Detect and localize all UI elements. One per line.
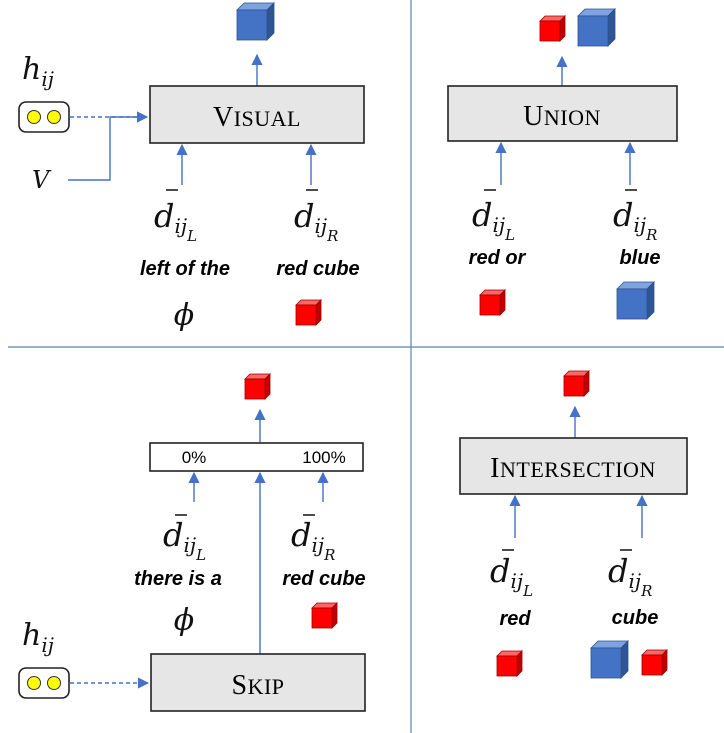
- red-cube-icon: [295, 299, 322, 326]
- blue-cube-icon: [590, 640, 629, 679]
- union-panel: UNION dijL dijR red or blue: [447, 8, 678, 320]
- red-cube-icon: [479, 289, 506, 316]
- svg-text:dijR: dijR: [613, 196, 657, 244]
- right-attention-symbol: dijR: [291, 514, 335, 564]
- svg-text:dijL: dijL: [154, 197, 197, 245]
- union-module-label: UNION: [523, 101, 601, 132]
- gate-right-percent: 100%: [302, 448, 345, 467]
- hidden-state-label: hij: [22, 618, 54, 657]
- red-cube-icon: [539, 15, 566, 42]
- visual-panel: VISUAL hij V dijL dijR left of the red c…: [18, 2, 365, 333]
- empty-set-value: ϕ: [174, 298, 194, 333]
- visual-module-label: VISUAL: [213, 102, 301, 133]
- left-attention-symbol: dijL: [163, 514, 206, 564]
- hidden-state-token-icon: [18, 667, 70, 699]
- svg-text:dijR: dijR: [294, 197, 338, 245]
- union-module-box: [447, 85, 678, 142]
- right-attention-symbol: dijR: [294, 189, 338, 245]
- intersection-panel: INTERSECTION dijL dijR red cube: [459, 370, 688, 679]
- svg-text:dijL: dijL: [163, 516, 206, 564]
- red-cube-icon: [641, 649, 668, 676]
- skip-gate-box: [149, 442, 364, 472]
- blue-cube-icon: [236, 2, 275, 41]
- right-phrase: cube: [612, 607, 659, 629]
- visual-input-label: V: [32, 166, 52, 194]
- hidden-state-label: hij: [22, 52, 54, 91]
- svg-text:dijL: dijL: [472, 196, 515, 244]
- left-phrase: red: [499, 608, 531, 630]
- red-cube-icon: [311, 602, 338, 629]
- svg-text:dijR: dijR: [608, 552, 652, 600]
- visual-module-box: [149, 85, 365, 144]
- right-attention-symbol: dijR: [613, 189, 657, 244]
- svg-text:dijR: dijR: [291, 516, 335, 564]
- gate-left-percent: 0%: [182, 448, 207, 467]
- right-phrase: red cube: [282, 568, 365, 590]
- skip-module-label: SKIP: [231, 670, 284, 701]
- left-phrase: left of the: [140, 258, 230, 280]
- right-phrase: red cube: [276, 258, 359, 280]
- empty-set-value: ϕ: [174, 603, 194, 638]
- blue-cube-icon: [577, 8, 616, 47]
- left-attention-symbol: dijL: [490, 549, 533, 600]
- right-phrase: blue: [619, 247, 660, 269]
- red-cube-icon: [496, 650, 523, 677]
- skip-module-box: [150, 653, 366, 712]
- red-cube-icon: [244, 373, 271, 400]
- left-attention-symbol: dijL: [472, 189, 515, 244]
- hidden-state-token-icon: [18, 101, 70, 133]
- red-cube-icon: [563, 370, 590, 397]
- left-attention-symbol: dijL: [154, 189, 197, 245]
- svg-text:dijL: dijL: [490, 552, 533, 600]
- visual-input-arrow: [68, 111, 149, 181]
- left-phrase: red or: [469, 247, 527, 269]
- left-phrase: there is a: [134, 568, 222, 590]
- right-attention-symbol: dijR: [608, 549, 652, 600]
- skip-panel: 0% 100% dijL dijR there is a red cube ϕ …: [18, 373, 366, 712]
- blue-cube-icon: [616, 281, 655, 320]
- intersection-module-box: [459, 437, 688, 495]
- intersection-module-label: INTERSECTION: [490, 453, 656, 484]
